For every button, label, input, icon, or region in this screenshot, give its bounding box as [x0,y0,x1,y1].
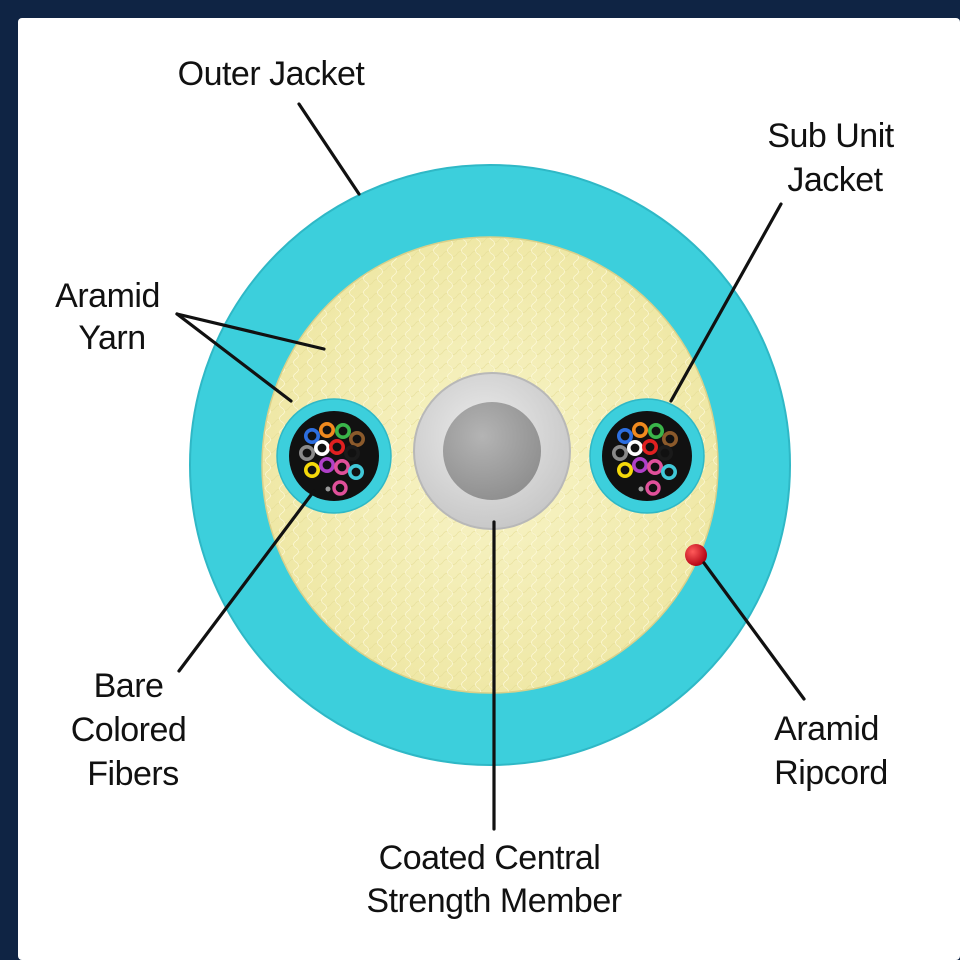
fiber [616,427,633,444]
label-bare-colored-fibers: Bare Colored Fibers [71,667,196,793]
fiber [661,430,678,447]
fiber [303,427,320,444]
fiber-small [638,486,644,492]
fiber-small [325,486,331,492]
leader-aramid-yarn-1 [175,312,326,351]
fiber [318,456,335,473]
sub-unit-right [589,398,705,514]
coated-central-strength-member [413,372,571,530]
fiber [616,461,633,478]
fiber [334,422,351,439]
fiber [626,439,643,456]
fiber [332,480,348,496]
fiber [303,461,320,478]
leader-sub-unit-jacket [669,202,783,403]
fiber [631,456,648,473]
leader-aramid-yarn-2 [175,312,293,403]
fiber [313,439,330,456]
fiber [660,463,677,480]
label-aramid-ripcord: Aramid Ripcord [774,710,888,792]
fiber [647,422,664,439]
label-coated-central-strength-member: Coated Central Strength Member [366,839,621,920]
label-aramid-yarn: Aramid Yarn [55,277,169,357]
fiber [645,480,661,496]
fiber [328,438,345,455]
leader-outer-jacket [297,102,361,196]
fiber [631,421,648,438]
bare-colored-fibers-right [611,421,678,496]
sub-unit-left [276,398,392,514]
leader-bare-colored-fibers [177,489,316,673]
label-sub-unit-jacket: Sub Unit Jacket [767,117,902,199]
fiber [611,444,628,461]
diagram-canvas: Outer Jacket Sub Unit Jacket Aramid Yarn… [18,18,960,960]
fiber [298,444,315,461]
aramid-ripcord [685,544,707,566]
fiber [347,463,364,480]
fiber [343,444,360,461]
fiber-cable-cross-section: Outer Jacket Sub Unit Jacket Aramid Yarn… [55,55,902,920]
bare-colored-fibers-left [298,421,365,496]
fiber [318,421,335,438]
fiber [348,430,365,447]
fiber [656,444,673,461]
fiber [641,438,658,455]
leader-aramid-ripcord [702,561,806,701]
label-outer-jacket: Outer Jacket [178,55,366,93]
fiber [646,458,663,475]
fiber [333,458,350,475]
